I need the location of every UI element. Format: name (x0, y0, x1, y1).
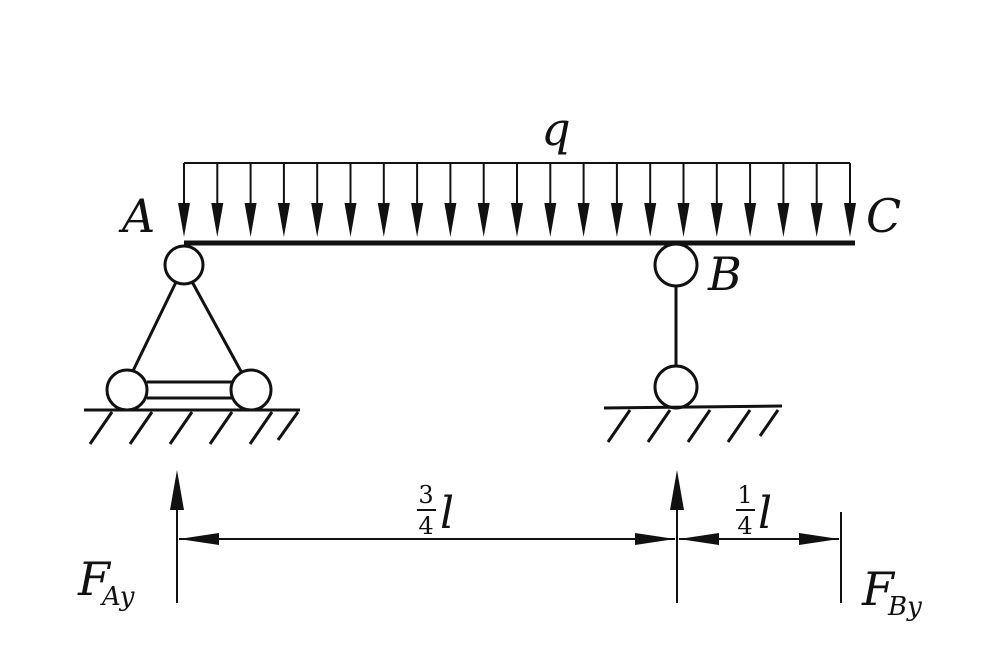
ground-b-hatch (606, 409, 780, 443)
dimension-label-bc: 1 4 l (736, 481, 772, 540)
roller-a-right (229, 368, 273, 412)
fraction-numerator: 1 (737, 481, 752, 509)
fraction-denominator: 4 (418, 512, 433, 540)
load-arrow (577, 163, 590, 237)
ground-a-hatch (88, 411, 300, 445)
load-arrow (544, 163, 557, 237)
reaction-b-arrow (670, 470, 684, 603)
load-arrow (277, 163, 290, 237)
load-label-q: q (541, 102, 570, 156)
load-arrow (710, 163, 723, 237)
ground-b (603, 404, 783, 410)
support-b (603, 242, 783, 443)
load-arrows (178, 163, 856, 237)
load-arrow (211, 163, 224, 237)
support-a (84, 244, 300, 445)
load-arrow (844, 163, 856, 237)
length-symbol: l (440, 488, 454, 539)
load-arrow (644, 163, 657, 237)
load-arrow (178, 163, 190, 237)
support-a-left-link (129, 277, 180, 376)
roller-a-left (105, 368, 149, 412)
load-arrow (311, 163, 324, 237)
load-arrow (610, 163, 623, 237)
roller-b (653, 364, 699, 410)
reaction-label-b: F By (861, 562, 922, 622)
load-arrow (377, 163, 390, 237)
hinge-b (653, 242, 699, 288)
force-subscript: By (887, 592, 922, 622)
point-label-a: A (118, 189, 155, 243)
length-symbol: l (758, 488, 772, 539)
load-arrow (810, 163, 823, 237)
load-arrow (244, 163, 257, 237)
force-symbol: F (861, 562, 896, 616)
load-arrow (777, 163, 790, 237)
load-arrow (444, 163, 457, 237)
load-arrow (344, 163, 357, 237)
dimension-label-ab: 3 4 l (417, 481, 454, 540)
fraction-denominator: 4 (737, 512, 752, 540)
distributed-load (178, 162, 856, 237)
force-symbol: F (77, 552, 112, 606)
reaction-label-a: F Ay (77, 552, 135, 612)
support-a-right-link (188, 277, 245, 376)
load-arrow (477, 163, 490, 237)
point-label-c: C (866, 189, 901, 243)
force-subscript: Ay (100, 582, 135, 612)
hinge-a (163, 244, 205, 286)
load-arrow (677, 163, 690, 237)
load-arrow (744, 163, 757, 237)
load-arrow (511, 163, 523, 237)
point-label-b: B (707, 247, 742, 301)
reaction-a-arrow (170, 470, 184, 603)
load-arrow (411, 163, 424, 237)
fraction-numerator: 3 (418, 481, 433, 509)
